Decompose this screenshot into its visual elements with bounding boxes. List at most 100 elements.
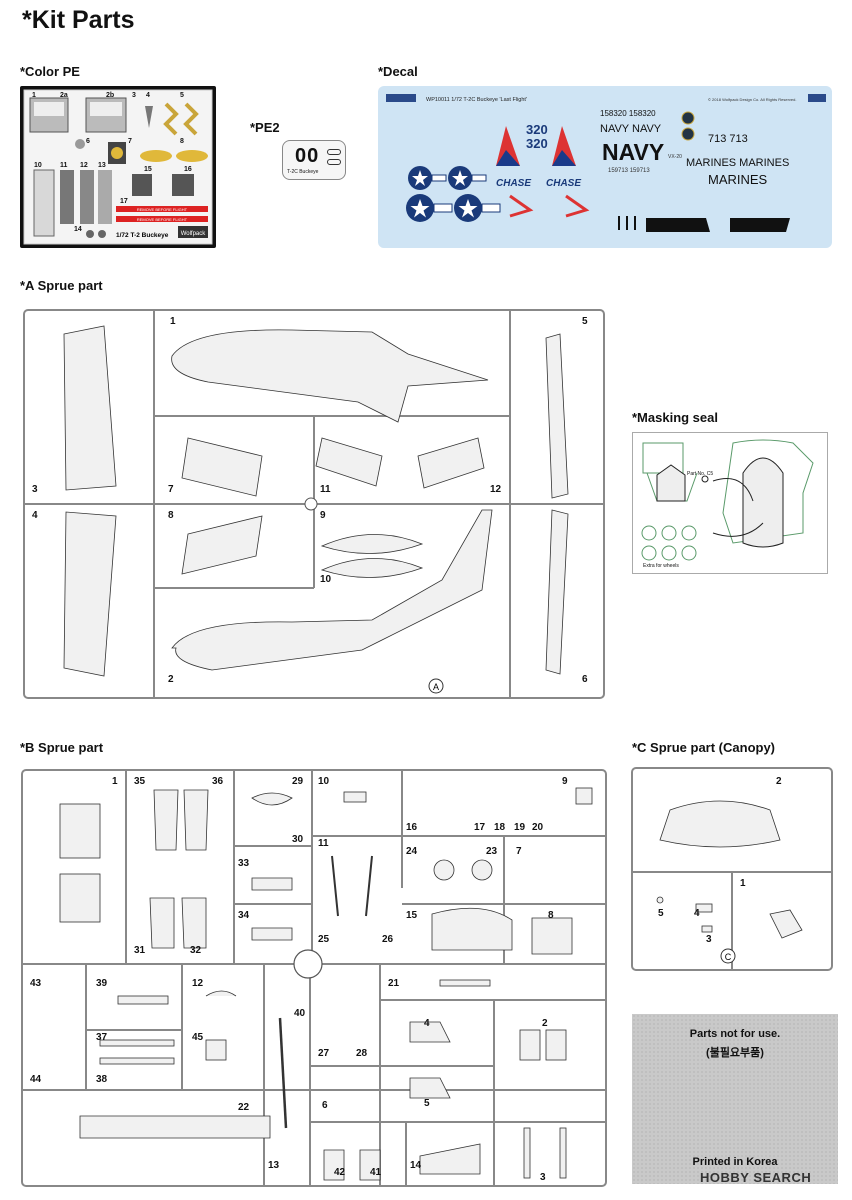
decal-marines-big: MARINES — [708, 172, 768, 187]
b-num-43: 43 — [30, 978, 42, 989]
masking-extra: Extra for wheels — [643, 563, 679, 569]
decal-serial: 158320 158320 — [600, 109, 656, 118]
c-num-2: 2 — [776, 776, 782, 787]
masking-drawing — [641, 439, 814, 561]
pe-num-3: 3 — [132, 92, 136, 99]
b-num-21: 21 — [388, 978, 400, 989]
note-printed: Printed in Korea — [692, 1156, 778, 1168]
b-num-10: 10 — [318, 776, 330, 787]
b-num-45: 45 — [192, 1032, 204, 1043]
a-sprue-drawing: A — [23, 309, 605, 699]
pe-num-12: 12 — [80, 162, 88, 169]
a-num-8: 8 — [168, 510, 174, 521]
b-num-13: 13 — [268, 1160, 280, 1171]
b-num-4: 4 — [424, 1018, 430, 1029]
a-num-9: 9 — [320, 510, 326, 521]
b-num-8: 8 — [548, 910, 554, 921]
decal-chase-1: CHASE — [496, 178, 531, 189]
section-a-sprue: *A Sprue part — [20, 278, 103, 293]
b-sprue-drawing — [21, 769, 607, 1187]
b-sprue-frame: 1 2 3 4 5 6 7 8 9 10 11 12 13 14 15 16 1… — [20, 768, 608, 1188]
pe-num-7: 7 — [128, 138, 132, 145]
decal-vx: VX-20 — [668, 154, 682, 160]
section-b-sprue: *B Sprue part — [20, 740, 104, 755]
b-num-25: 25 — [318, 934, 330, 945]
decal-codes: 713 713 — [708, 133, 748, 145]
pe-num-2a: 2a — [60, 92, 68, 99]
pe-num-11: 11 — [60, 162, 68, 169]
b-num-2: 2 — [542, 1018, 548, 1029]
pe-num-4: 4 — [146, 92, 150, 99]
decal-modex-1: 320 — [526, 122, 548, 137]
page-title: *Kit Parts — [22, 6, 135, 34]
pe2-part-b — [327, 159, 341, 165]
masking-part-no: Part No. C5 — [687, 471, 714, 477]
b-num-1: 1 — [112, 776, 118, 787]
a-num-4: 4 — [32, 510, 38, 521]
b-num-12: 12 — [192, 978, 204, 989]
pe-num-13: 13 — [98, 162, 106, 169]
pe-num-10: 10 — [34, 162, 42, 169]
b-num-6: 6 — [322, 1100, 328, 1111]
b-num-23: 23 — [486, 846, 498, 857]
color-pe-sheet: REMOVE BEFORE FLIGHT REMOVE BEFORE FLIGH… — [20, 86, 216, 248]
c-sprue-logo: C — [725, 952, 732, 962]
watermark: HOBBY SEARCH — [700, 1170, 812, 1185]
b-num-37: 37 — [96, 1032, 108, 1043]
b-num-15: 15 — [406, 910, 418, 921]
b-num-34: 34 — [238, 910, 250, 921]
b-num-32: 32 — [190, 945, 202, 956]
a-num-12: 12 — [490, 484, 502, 495]
section-masking: *Masking seal — [632, 410, 718, 425]
pe2-digits: 00 — [295, 145, 320, 167]
b-num-16: 16 — [406, 822, 418, 833]
b-num-28: 28 — [356, 1048, 368, 1059]
pe-num-17: 17 — [120, 198, 128, 205]
pe-caption: 1/72 T-2 Buckeye — [116, 232, 169, 239]
a-num-5: 5 — [582, 316, 588, 327]
section-c-sprue: *C Sprue part (Canopy) — [632, 740, 776, 755]
b-num-26: 26 — [382, 934, 394, 945]
a-num-11: 11 — [320, 484, 331, 495]
b-num-3: 3 — [540, 1172, 546, 1183]
pe2-caption: T-2C Buckeye — [287, 169, 319, 175]
pe-num-8: 8 — [180, 138, 184, 145]
b-num-19: 19 — [514, 822, 526, 833]
masking-sheet: Part No. C5 Extra for wheels — [632, 432, 828, 574]
pe-fret-drawing: REMOVE BEFORE FLIGHT REMOVE BEFORE FLIGH… — [23, 89, 213, 245]
pe2-fret: 00 T-2C Buckeye — [282, 140, 346, 180]
pe-num-16: 16 — [184, 166, 192, 173]
c-sprue-drawing: C — [631, 767, 833, 971]
pe-brand: Wolfpack — [181, 231, 207, 237]
b-num-31: 31 — [134, 945, 146, 956]
b-num-14: 14 — [410, 1160, 422, 1171]
pe-num-15: 15 — [144, 166, 152, 173]
pe-strip-text-1: REMOVE BEFORE FLIGHT — [137, 207, 188, 212]
not-for-use-box: Parts not for use. (불필요부품) Printed in Ko… — [632, 1014, 838, 1184]
c-num-5: 5 — [658, 908, 664, 919]
decal-navy-big: NAVY — [602, 139, 664, 165]
pe-num-1: 1 — [32, 92, 36, 99]
section-decal: *Decal — [378, 64, 418, 79]
decal-sheet: WP10011 1/72 T-2C Buckeye 'Last Flight' … — [378, 86, 832, 248]
section-color-pe: *Color PE — [20, 64, 80, 79]
pe-num-6: 6 — [86, 138, 90, 145]
a-num-2: 2 — [168, 674, 174, 685]
b-num-5: 5 — [424, 1098, 430, 1109]
b-num-11: 11 — [318, 838, 329, 849]
pe-strip-text-2: REMOVE BEFORE FLIGHT — [137, 217, 188, 222]
b-num-40: 40 — [294, 1008, 306, 1019]
a-num-3: 3 — [32, 484, 38, 495]
a-num-7: 7 — [168, 484, 174, 495]
a-sprue-logo: A — [433, 682, 439, 692]
b-num-9: 9 — [562, 776, 568, 787]
decal-modex-2: 320 — [526, 136, 548, 151]
note-line-1: Parts not for use. — [689, 1028, 781, 1040]
b-num-38: 38 — [96, 1074, 108, 1085]
b-num-27: 27 — [318, 1048, 330, 1059]
decal-bu: 159713 159713 — [608, 168, 650, 174]
b-num-22: 22 — [238, 1102, 250, 1113]
decal-drawing: WP10011 1/72 T-2C Buckeye 'Last Flight' … — [386, 94, 826, 232]
c-num-1: 1 — [740, 878, 746, 889]
pe-num-14: 14 — [74, 226, 82, 233]
